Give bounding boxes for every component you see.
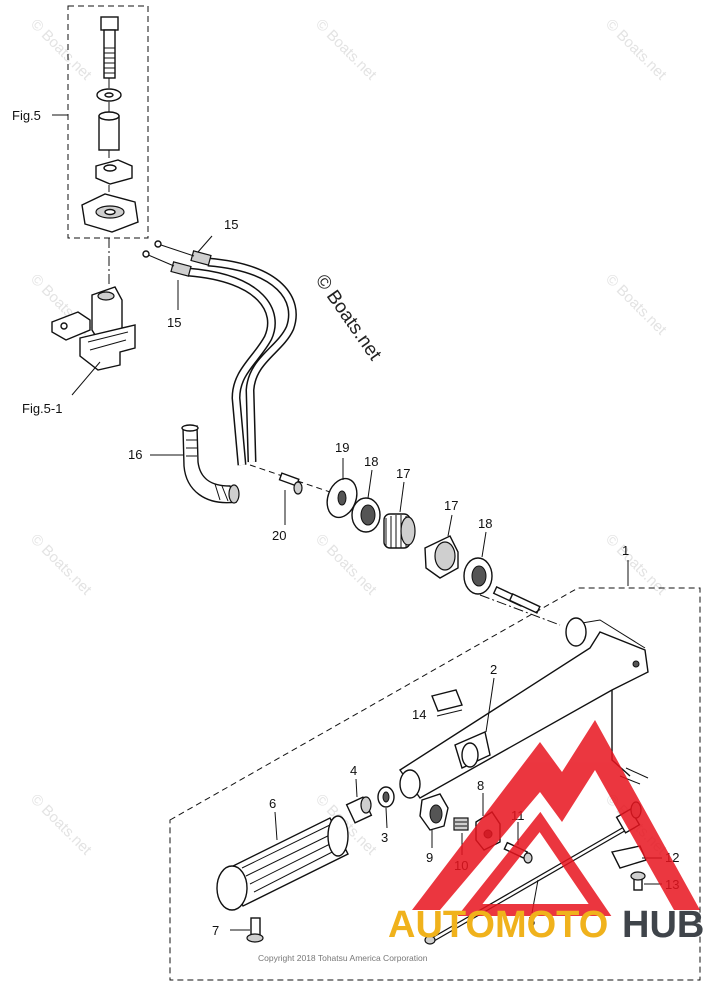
fig5-label: Fig.5 [12,108,41,123]
callout-6: 6 [269,796,276,811]
watermark-text: © Boats.net [27,531,95,599]
callout-19: 19 [335,440,349,455]
brand-logo [412,720,700,916]
watermark-text: © Boats.net [602,271,670,339]
part-16-elbow-tube [181,424,240,504]
part-20-screw [278,472,303,495]
part-6-grip [216,815,349,911]
watermark-text: © Boats.net [27,791,95,859]
callout-9: 9 [426,850,433,865]
callout-7: 7 [212,923,219,938]
part-4-bushing [345,796,373,824]
callout-20: 20 [272,528,286,543]
callout-15: 15 [224,217,238,232]
callout-labels: 15 15 16 20 19 18 17 17 18 1 2 14 4 6 3 … [128,217,679,938]
part-10-spring [453,817,469,831]
collar [95,159,133,185]
callout-3: 3 [381,830,388,845]
part-14-decal [431,689,463,712]
part-17-gear-lower [424,535,459,579]
brand-wordmark-part2: HUB [622,904,704,946]
copyright-text: Copyright 2018 Tohatsu America Corporati… [258,953,428,963]
callout-5: 5 [528,914,535,929]
callout-15: 15 [167,315,181,330]
watermark-text: © Boats.net [602,531,670,599]
fig5-inset [52,5,149,285]
watermark-prominent: © Boats.net [311,271,386,365]
part-7-screw [246,917,264,943]
watermark-text: © Boats.net [312,16,380,84]
watermark-text: © Boats.net [312,531,380,599]
watermark-text: © Boats.net [27,16,95,84]
part-2-tiller-arm [399,617,649,799]
callout-8: 8 [477,778,484,793]
fig5-1-bracket [51,286,136,371]
part-17-gear-upper [383,513,416,549]
part-13-screw [630,871,646,891]
throttle-cables [142,240,331,493]
bolt-shank [103,29,116,79]
assembly-1-outline [169,587,701,981]
callout-1: 1 [622,543,629,558]
watermark-layer: © Boats.net © Boats.net © Boats.net © Bo… [27,16,670,859]
part-18-seal-upper [351,497,381,533]
spacer [98,115,120,151]
callout-18: 18 [364,454,378,469]
part-9-cam [419,793,449,831]
part-3-washer [377,786,395,808]
callout-17: 17 [444,498,458,513]
callout-4: 4 [350,763,357,778]
cable-pins [479,586,561,626]
brand-wordmark-part1: AUTOMOTO [388,904,608,946]
callout-2: 2 [490,662,497,677]
watermark-text: © Boats.net [602,16,670,84]
callout-18: 18 [478,516,492,531]
callout-17: 17 [396,466,410,481]
bolt-head [100,16,119,31]
part-18-seal-lower [463,557,493,595]
callout-16: 16 [128,447,142,462]
part-19-plate [326,477,358,519]
callout-14: 14 [412,707,426,722]
fig5-1-label: Fig.5-1 [22,401,62,416]
